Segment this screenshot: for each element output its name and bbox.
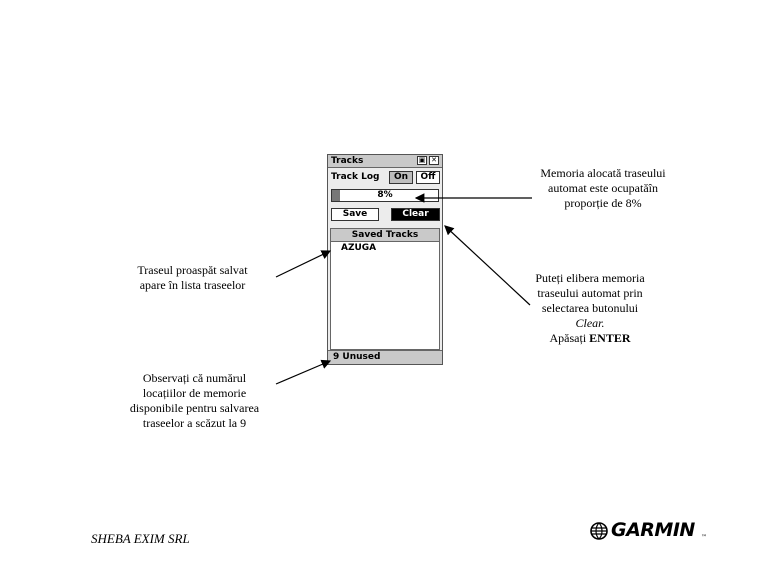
annotation-line: Puteți elibera memoria	[535, 271, 645, 285]
clear-button[interactable]: Clear	[391, 208, 440, 221]
saved-tracks-list: Saved Tracks AZUGA	[330, 228, 440, 350]
track-log-label: Track Log	[331, 172, 380, 182]
clear-annotation: Puteți elibera memoria traseului automat…	[508, 271, 672, 346]
annotation-line: Observați că numărul	[142, 371, 247, 385]
annotation-line: Apăsați ENTER	[508, 331, 672, 346]
track-log-row: Track Log On Off	[328, 170, 442, 186]
tracks-window: Tracks ▣ ✕ Track Log On Off 8% Save Clea…	[327, 154, 443, 365]
annotation-line: Memoria alocată traseului	[540, 166, 666, 180]
memory-usage-bar: 8%	[331, 189, 439, 202]
memory-usage-label: 8%	[377, 190, 393, 200]
enter-key-text: ENTER	[589, 331, 631, 345]
annotation-line: Traseul proaspăt salvat	[137, 263, 248, 277]
saved-arrow	[275, 250, 332, 278]
title-bar: Tracks ▣ ✕	[328, 155, 442, 168]
saved-track-annotation: Traseul proaspăt salvat apare în lista t…	[110, 263, 275, 293]
clear-arrow	[444, 225, 531, 306]
annotation-line: proporție de 8%	[564, 196, 642, 210]
save-button[interactable]: Save	[331, 208, 379, 221]
annotation-line: apare în lista traseelor	[139, 278, 246, 292]
annotation-line: traseelor a scăzut la 9	[142, 416, 247, 430]
track-log-on-button[interactable]: On	[389, 171, 413, 184]
memory-annotation: Memoria alocată traseului automat este o…	[520, 166, 686, 211]
annotation-line: locațiilor de memorie	[142, 386, 247, 400]
annotation-line: traseului automat prin	[537, 286, 643, 300]
minimize-icon[interactable]: ▣	[417, 156, 427, 165]
annotation-line: Clear.	[575, 316, 605, 330]
memory-usage-fill	[332, 190, 341, 201]
annotation-line: selectarea butonului	[541, 301, 639, 315]
logo-text: GARMIN	[611, 519, 695, 541]
window-title: Tracks	[331, 156, 364, 166]
trademark-symbol: ™	[701, 534, 707, 541]
company-name: SHEBA EXIM SRL	[91, 531, 190, 546]
globe-icon	[590, 522, 608, 540]
track-log-off-button[interactable]: Off	[416, 171, 440, 184]
unused-arrow	[275, 359, 332, 385]
unused-annotation: Observați că numărul locațiilor de memor…	[112, 371, 277, 431]
annotation-line: automat este ocupatăîn	[548, 181, 658, 195]
press-text: Apăsați	[549, 331, 587, 345]
close-icon[interactable]: ✕	[429, 156, 439, 165]
annotation-line: disponibile pentru salvarea	[129, 401, 260, 415]
list-item[interactable]: AZUGA	[341, 243, 377, 253]
saved-tracks-header: Saved Tracks	[331, 229, 439, 242]
unused-status: 9 Unused	[328, 350, 442, 364]
garmin-logo: GARMIN ™	[589, 519, 709, 545]
